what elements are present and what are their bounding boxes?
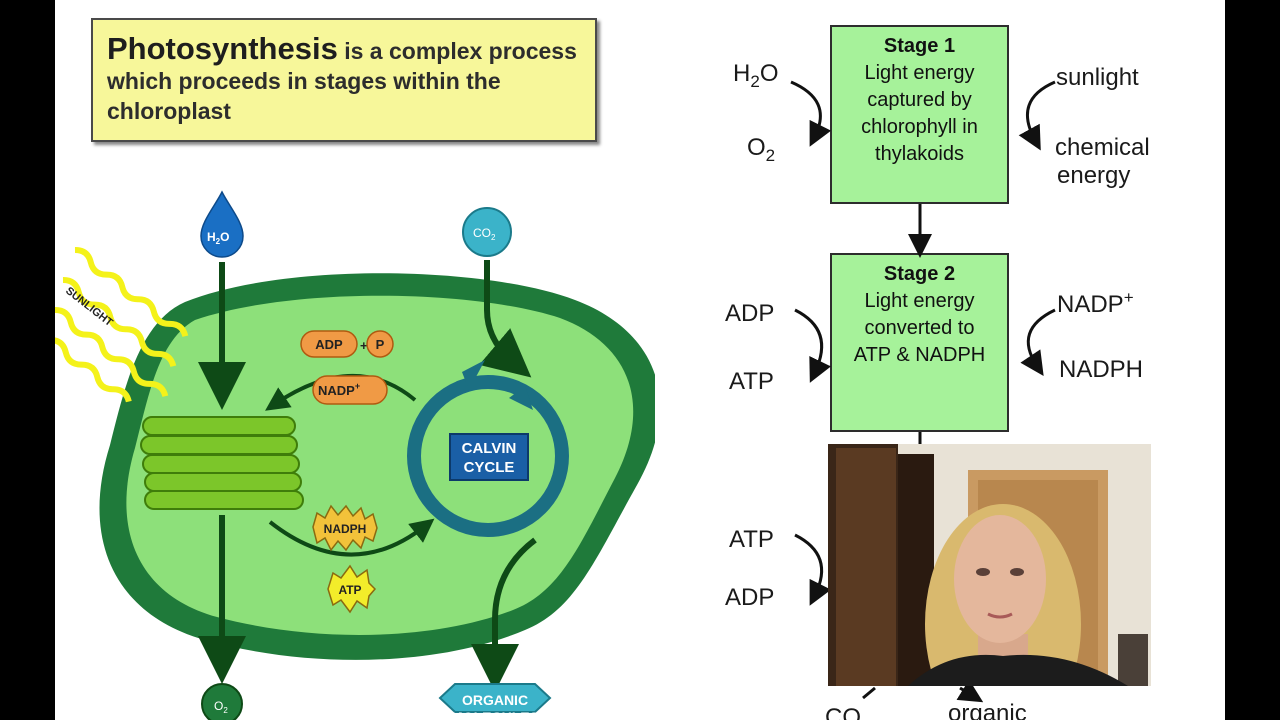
label-sunlight: sunlight — [1056, 64, 1139, 91]
co2-icon — [462, 207, 512, 257]
svg-text:+: + — [360, 338, 368, 353]
label-atp-3: ATP — [729, 526, 774, 553]
svg-text:P: P — [376, 337, 385, 352]
water-drop-icon — [200, 190, 244, 258]
sunlight-waves — [55, 246, 189, 403]
stage-1-line: thylakoids — [875, 143, 964, 165]
adp-pill — [300, 330, 358, 358]
o2-icon — [201, 683, 243, 720]
stage-1-box: Stage 1 Light energy captured by chlorop… — [830, 25, 1009, 204]
nadph-starburst — [312, 504, 378, 552]
label-nadp-plus: NADP+ — [1057, 288, 1134, 318]
label-o2: O2 — [747, 134, 776, 165]
stage-1-line: chlorophyll in — [861, 116, 978, 138]
svg-text:MOLECULES: MOLECULES — [451, 709, 539, 720]
svg-text:CYCLE: CYCLE — [464, 459, 515, 476]
label-chemical: chemical — [1055, 134, 1150, 161]
title-rest: is a complex process which proceeds in s… — [107, 38, 577, 124]
svg-text:ATP: ATP — [338, 583, 361, 597]
presenter-video-frame — [828, 444, 1151, 686]
chloroplast-diagram: SUNLIGHT H2O CO2 O2 ORGANIC MOLECULES — [55, 190, 655, 720]
label-organic: organic — [948, 700, 1027, 720]
stage-1-line: captured by — [867, 89, 972, 111]
label-h2o: H2O — [733, 60, 779, 91]
stage-2-line: converted to — [864, 317, 975, 339]
organic-molecules-hexagon — [438, 683, 552, 713]
svg-text:H2O: H2O — [207, 230, 229, 246]
label-co: CO — [825, 704, 861, 720]
svg-text:ADP: ADP — [315, 337, 343, 352]
label-atp: ATP — [729, 368, 774, 395]
label-adp: ADP — [725, 300, 775, 327]
svg-text:NADPH: NADPH — [324, 522, 367, 536]
svg-text:NADP+: NADP+ — [318, 381, 360, 398]
label-energy: energy — [1057, 162, 1131, 189]
slide: Photosynthesis is a complex process whic… — [55, 0, 1225, 720]
stage-2-heading: Stage 2 — [883, 263, 956, 285]
stage-2-box: Stage 2 Light energy converted to ATP & … — [830, 253, 1009, 432]
title-box: Photosynthesis is a complex process whic… — [91, 18, 597, 142]
label-adp-3: ADP — [725, 584, 775, 611]
calvin-cycle-ring — [407, 375, 569, 537]
thylakoid-stack — [140, 416, 304, 510]
nadp-plus-pill — [312, 375, 388, 405]
title-bold-word: Photosynthesis — [107, 31, 338, 66]
stage-1-heading: Stage 1 — [883, 35, 956, 57]
svg-text:O2: O2 — [214, 699, 228, 715]
stage-2-line: ATP & NADPH — [853, 344, 986, 366]
svg-text:CALVIN: CALVIN — [462, 440, 517, 457]
calvin-cycle-box — [449, 433, 529, 481]
svg-text:ORGANIC: ORGANIC — [462, 692, 528, 708]
svg-text:CO2: CO2 — [473, 226, 496, 242]
atp-starburst — [327, 564, 377, 614]
phosphate-icon — [366, 330, 394, 358]
label-nadph: NADPH — [1059, 356, 1144, 383]
stage-1-line: Light energy — [864, 62, 975, 84]
presenter-webcam — [828, 444, 1151, 686]
stage-2-line: Light energy — [864, 290, 975, 312]
